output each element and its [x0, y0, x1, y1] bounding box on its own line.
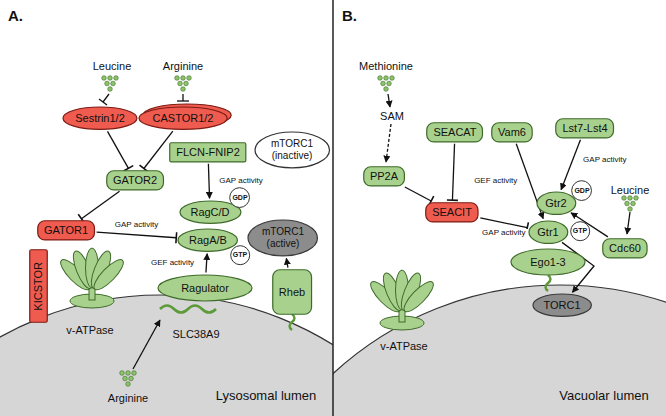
connector-group — [208, 164, 209, 198]
node-text: GDP — [232, 194, 247, 202]
connector-group — [286, 258, 288, 267]
node-text: Ego1-3 — [530, 256, 565, 269]
label-text: Methionine — [359, 60, 413, 72]
protein-node: Rheb — [272, 269, 312, 315]
node-text: Vam6 — [498, 126, 526, 139]
protein-node: GTP — [230, 245, 250, 265]
node-text: Gtr1 — [537, 226, 558, 239]
connector-group — [447, 144, 458, 201]
protein-node: SEACIT — [425, 202, 479, 223]
label-text: v-ATPase — [380, 340, 427, 352]
node-text: GTP — [233, 251, 247, 259]
label-text: SLC38A9 — [172, 328, 219, 340]
connector — [97, 232, 177, 238]
connector — [405, 187, 431, 201]
protein-node: Ragulator — [157, 274, 253, 302]
protein-node: mTORC1 (inactive) — [254, 131, 331, 169]
connector-group — [108, 131, 134, 171]
protein-node: PP2A — [363, 166, 405, 187]
node-text: Lst7-Lst4 — [562, 122, 607, 135]
connector-group — [97, 232, 177, 243]
protein-node: Cdc60 — [602, 238, 648, 259]
label-text: Arginine — [108, 392, 148, 404]
connector-group — [78, 191, 119, 223]
connector — [286, 258, 288, 267]
node-text: SEACAT — [433, 126, 476, 139]
amino-acid-dots — [102, 76, 639, 387]
protein-node: SEACAT — [426, 122, 483, 143]
node-text: TORC1 — [543, 299, 580, 312]
connector — [208, 164, 209, 198]
label-text: Vacuolar lumen — [559, 389, 648, 403]
panel-divider — [332, 0, 334, 416]
label-text: B. — [342, 8, 357, 25]
protein-node: KICSTOR — [29, 249, 48, 323]
protein-node: mTORC1 (active) — [247, 219, 319, 257]
protein-node: Lst7-Lst4 — [555, 118, 614, 139]
slc38a9-symbol — [160, 306, 216, 313]
label-text: Leucine — [611, 184, 650, 196]
node-text: SEACIT — [432, 206, 472, 219]
edge-label: GEF activity — [472, 177, 519, 186]
connector — [144, 131, 173, 168]
node-text: Rheb — [279, 286, 305, 299]
connector — [480, 218, 527, 228]
protein-node: GDP — [571, 180, 592, 201]
v-atpase-symbol — [367, 270, 437, 330]
protein-node: GTP — [570, 221, 590, 241]
connector-group — [206, 254, 207, 273]
connector — [452, 144, 454, 200]
connector — [81, 191, 119, 219]
label-text: v-ATPase — [66, 324, 113, 336]
label-text: Arginine — [163, 60, 203, 72]
node-text: Sestrin1/2 — [75, 112, 125, 125]
node-text: FLCN-FNIP2 — [176, 146, 240, 159]
node-text: GATOR1 — [44, 224, 88, 237]
node-text: CASTOR1/2 — [153, 112, 214, 125]
node-text: Ragulator — [181, 282, 229, 295]
node-text: PP2A — [370, 170, 398, 183]
connector — [108, 131, 129, 168]
v-atpase-symbol — [57, 248, 127, 308]
protein-node: Gtr2 — [536, 191, 577, 215]
protein-node: CASTOR1/2 — [138, 106, 228, 130]
protein-node: GATOR2 — [106, 170, 164, 191]
protein-node: Sestrin1/2 — [62, 106, 138, 130]
membrane-anchor — [290, 314, 295, 330]
edge-label: GAP activity — [581, 156, 628, 165]
node-text: GATOR2 — [113, 174, 157, 187]
protein-node: RagA/B — [177, 228, 238, 252]
node-text: mTORC1 (inactive) — [267, 138, 317, 161]
protein-node: Vam6 — [491, 122, 533, 143]
connector — [206, 254, 207, 273]
protein-node: Ego1-3 — [510, 248, 586, 276]
protein-node: TORC1 — [532, 293, 592, 317]
protein-node: Gtr1 — [528, 220, 569, 244]
node-text: Cdc60 — [609, 242, 641, 255]
membrane-anchor — [546, 275, 551, 291]
signal-lines — [99, 94, 630, 369]
node-text: GTP — [573, 227, 587, 235]
inhibition-bar — [175, 232, 177, 243]
connector-group — [140, 131, 173, 172]
vacuole-lumen — [333, 285, 666, 416]
node-text: KICSTOR — [32, 262, 45, 311]
label-text: A. — [8, 8, 23, 25]
label-text: SAM — [380, 110, 404, 122]
inhibition-bar — [447, 199, 458, 201]
node-text: RagA/B — [189, 234, 227, 247]
node-text: mTORC1 (active) — [260, 226, 306, 249]
edge-label: GAP activity — [217, 177, 264, 186]
protein-node: GATOR1 — [37, 220, 95, 241]
label-text: Leucine — [93, 60, 132, 72]
label-text: Lysosomal lumen — [216, 389, 317, 403]
edge-label: GEF activity — [149, 259, 196, 268]
edge-label: GAP activity — [480, 229, 527, 238]
protein-node: FLCN-FNIP2 — [169, 142, 247, 163]
protein-node: GDP — [229, 187, 250, 208]
node-text: RagC/D — [190, 206, 229, 219]
node-text: Gtr2 — [545, 197, 566, 210]
node-text: GDP — [574, 187, 589, 195]
edge-label: GAP activity — [113, 221, 160, 230]
